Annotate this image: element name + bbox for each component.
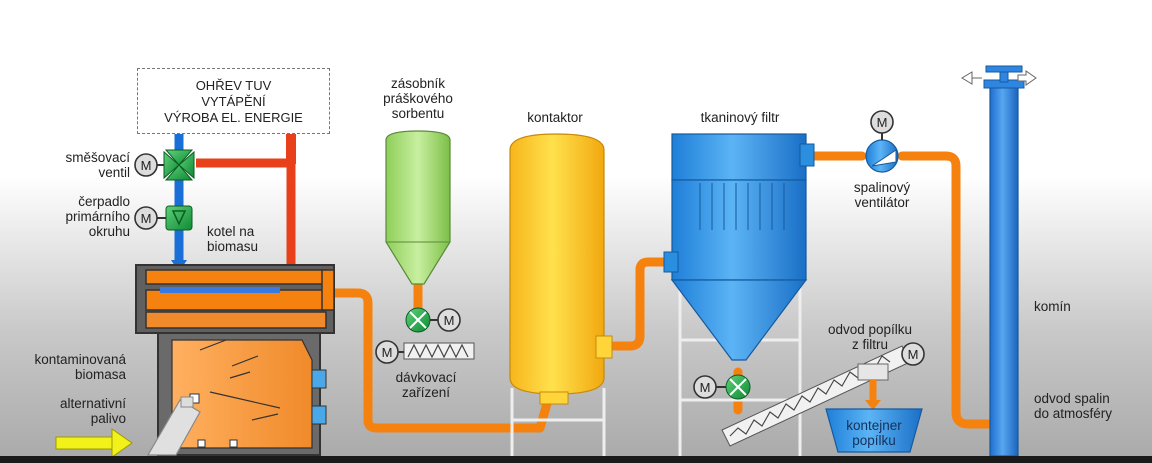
primary-pump — [156, 205, 193, 231]
motor-icon: M — [134, 206, 158, 230]
ground-line — [0, 456, 1152, 463]
heat-use-box: OHŘEV TUV VYTÁPĚNÍ VÝROBA EL. ENERGIE — [137, 68, 330, 134]
motor-icon: M — [430, 308, 461, 332]
heat-use-line-1: OHŘEV TUV — [195, 78, 272, 93]
mixing-valve — [156, 149, 195, 181]
flue-fan — [865, 128, 899, 173]
motor-icon: M — [134, 153, 158, 177]
label-primary-pump: čerpadlo primárního okruhu — [65, 194, 130, 239]
label-chimney: komín — [1034, 299, 1071, 314]
label-mixing-valve: směšovací ventil — [65, 150, 130, 180]
motor-label: M — [382, 345, 393, 360]
motor-label: M — [908, 347, 919, 362]
biomass-boiler — [135, 264, 335, 456]
label-flue-exhaust: odvod spalin do atmosféry — [1034, 391, 1113, 421]
filter-legs — [678, 288, 802, 456]
flue-gas-pipes — [328, 151, 995, 433]
rotary-valve-sorbent — [405, 307, 431, 333]
motor-icon: M — [693, 375, 726, 399]
label-boiler: kotel na biomasu — [207, 224, 259, 254]
heat-use-line-2: VYTÁPĚNÍ — [201, 94, 266, 109]
heat-use-line-3: VÝROBA EL. ENERGIE — [164, 110, 303, 125]
motor-label: M — [141, 158, 152, 173]
motor-label: M — [877, 115, 888, 130]
fuel-arrow-icon — [55, 428, 133, 458]
contactor-legs — [510, 388, 606, 456]
label-flue-fan: spalinový ventilátor — [853, 180, 911, 210]
label-ash-container: kontejner popílku — [846, 418, 902, 448]
label-contactor: kontaktor — [527, 110, 583, 125]
fabric-filter — [663, 133, 815, 361]
motor-icon: M — [901, 342, 925, 366]
motor-label: M — [444, 313, 455, 328]
dosing-screw-conveyor — [403, 342, 475, 360]
motor-label: M — [700, 380, 711, 395]
motor-icon: M — [375, 340, 404, 364]
chimney — [983, 69, 1025, 457]
motor-label: M — [141, 211, 152, 226]
label-dosing-device: dávkovací zařízení — [395, 370, 457, 400]
label-sorbent-hopper: zásobník práškového sorbentu — [383, 76, 453, 121]
rotary-valve-filter — [725, 374, 751, 400]
label-alternative-fuel: alternativní palivo — [59, 396, 126, 426]
label-contaminated-biomass: kontaminovaná biomasa — [34, 352, 126, 382]
label-ash-removal: odvod popílku z filtru — [827, 322, 913, 352]
contactor-vessel — [509, 133, 613, 405]
ash-container — [825, 408, 923, 453]
label-fabric-filter: tkaninový filtr — [700, 110, 780, 125]
fuel-feed-chute — [146, 396, 201, 456]
motor-icon: M — [870, 110, 894, 134]
sorbent-hopper — [385, 130, 451, 285]
exhaust-arrow-icon — [961, 65, 1037, 86]
ash-screw-conveyor — [721, 345, 911, 447]
